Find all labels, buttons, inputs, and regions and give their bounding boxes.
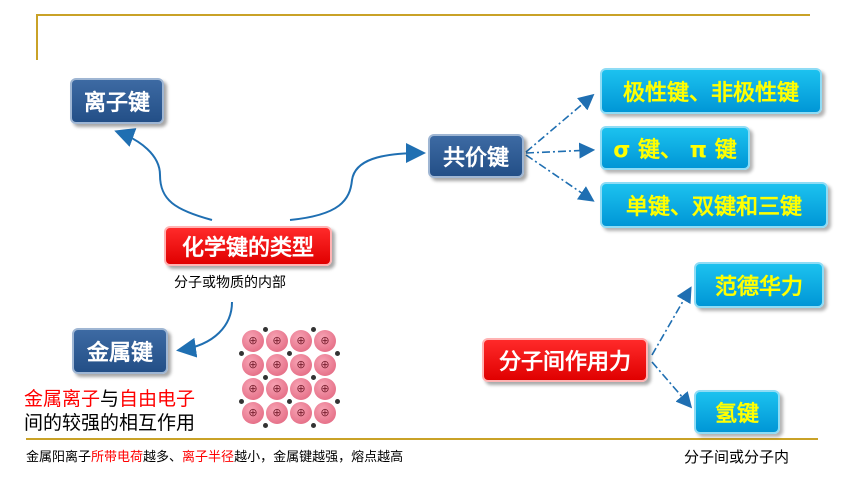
metal-ions-text: 金属离子 — [24, 388, 101, 410]
connector-vdw — [651, 286, 692, 356]
metal-ion-symbol: ⊕ — [272, 406, 282, 419]
metal-ion-symbol: ⊕ — [320, 334, 330, 347]
connector-covalent-polar — [525, 93, 595, 153]
ionic-bond-box: 离子键 — [70, 78, 164, 124]
free-electron — [239, 351, 244, 356]
metal-ion: ⊕ — [266, 378, 288, 400]
metal-ion-symbol: ⊕ — [272, 358, 282, 371]
connector-covalent-bondorder — [525, 154, 595, 202]
intermolecular-force-label: 分子间作用力 — [498, 350, 631, 375]
metal-ion-symbol: ⊕ — [296, 334, 306, 347]
left-rule — [36, 14, 38, 60]
metal-ion: ⊕ — [290, 354, 312, 376]
metal-ion-symbol: ⊕ — [248, 334, 258, 347]
free-electron — [311, 327, 316, 332]
metal-ion-symbol: ⊕ — [248, 382, 258, 395]
free-electron — [335, 351, 340, 356]
metal-ion: ⊕ — [290, 378, 312, 400]
free-electron — [287, 351, 292, 356]
metallic-bond-label: 金属键 — [86, 341, 153, 366]
free-electron — [263, 423, 268, 428]
free-electron — [287, 399, 292, 404]
connector-covalent-sigma — [525, 142, 596, 159]
free-electron — [263, 375, 268, 380]
connector-to-covalent — [289, 143, 426, 221]
metal-ion: ⊕ — [266, 354, 288, 376]
metal-ion: ⊕ — [242, 402, 264, 424]
free-electron — [335, 399, 340, 404]
polar-nonpolar-box: 极性键、非极性键 — [600, 68, 822, 114]
free-electron — [263, 327, 268, 332]
connector-to-metallic — [176, 301, 233, 358]
metal-ion-symbol: ⊕ — [272, 334, 282, 347]
van-der-waals-label: 范德华力 — [714, 275, 803, 300]
metal-ion: ⊕ — [242, 354, 264, 376]
metal-ion-symbol: ⊕ — [320, 358, 330, 371]
metal-ion-symbol: ⊕ — [320, 406, 330, 419]
metallic-desc-line1: 金属离子与自由电子 — [24, 384, 195, 411]
connector-hbond — [651, 361, 693, 409]
metal-ion: ⊕ — [242, 330, 264, 352]
metallic-bond-note: 金属阳离子所带电荷越多、离子半径越小，金属键越强，熔点越高 — [26, 450, 404, 465]
covalent-bond-box: 共价键 — [428, 134, 524, 178]
metal-ion: ⊕ — [314, 402, 336, 424]
metal-ion: ⊕ — [290, 402, 312, 424]
free-electron — [239, 399, 244, 404]
metal-ion-symbol: ⊕ — [248, 406, 258, 419]
bond-types-title-box: 化学键的类型 — [164, 226, 332, 266]
free-electrons-text: 自由电子 — [119, 388, 196, 410]
sigma-pi-box: σ 键、 π 键 — [600, 126, 750, 170]
metallic-bond-box: 金属键 — [72, 328, 168, 374]
metal-ion-symbol: ⊕ — [320, 382, 330, 395]
polar-nonpolar-label: 极性键、非极性键 — [622, 81, 799, 106]
van-der-waals-box: 范德华力 — [694, 262, 824, 308]
free-electron — [311, 423, 316, 428]
free-electron — [311, 375, 316, 380]
bond-types-title: 化学键的类型 — [181, 236, 314, 261]
bond-order-box: 单键、双键和三键 — [600, 182, 828, 228]
metal-ion: ⊕ — [266, 330, 288, 352]
hydrogen-bond-box: 氢键 — [694, 390, 780, 434]
metal-ion: ⊕ — [314, 330, 336, 352]
metal-ion-symbol: ⊕ — [296, 406, 306, 419]
metal-ion-symbol: ⊕ — [296, 382, 306, 395]
covalent-bond-label: 共价键 — [442, 146, 509, 171]
metal-ion-symbol: ⊕ — [296, 358, 306, 371]
and-text: 与 — [100, 388, 120, 410]
hydrogen-bond-label: 氢键 — [714, 402, 759, 427]
metal-ion: ⊕ — [242, 378, 264, 400]
metallic-desc-line2: 间的较强的相互作用 — [24, 412, 196, 434]
hydrogen-bond-note: 分子间或分子内 — [684, 448, 790, 466]
bond-order-label: 单键、双键和三键 — [625, 195, 802, 220]
intermolecular-force-box: 分子间作用力 — [482, 338, 648, 382]
metal-ion: ⊕ — [314, 378, 336, 400]
metal-ion: ⊕ — [290, 330, 312, 352]
connector-to-ionic — [114, 128, 213, 221]
metal-ion: ⊕ — [314, 354, 336, 376]
bottom-rule — [26, 438, 818, 440]
ionic-bond-label: 离子键 — [83, 91, 150, 116]
top-rule — [36, 14, 810, 16]
sigma-pi-label: σ 键、 π 键 — [613, 138, 737, 163]
metal-lattice-illustration: ⊕ ⊕ ⊕ ⊕ ⊕ ⊕ ⊕ ⊕ ⊕ ⊕ ⊕ ⊕ ⊕ ⊕ ⊕ ⊕ — [239, 327, 340, 428]
bond-types-subtitle: 分子或物质的内部 — [174, 275, 286, 291]
metal-ion-symbol: ⊕ — [248, 358, 258, 371]
metal-ion: ⊕ — [266, 402, 288, 424]
metal-ion-symbol: ⊕ — [272, 382, 282, 395]
